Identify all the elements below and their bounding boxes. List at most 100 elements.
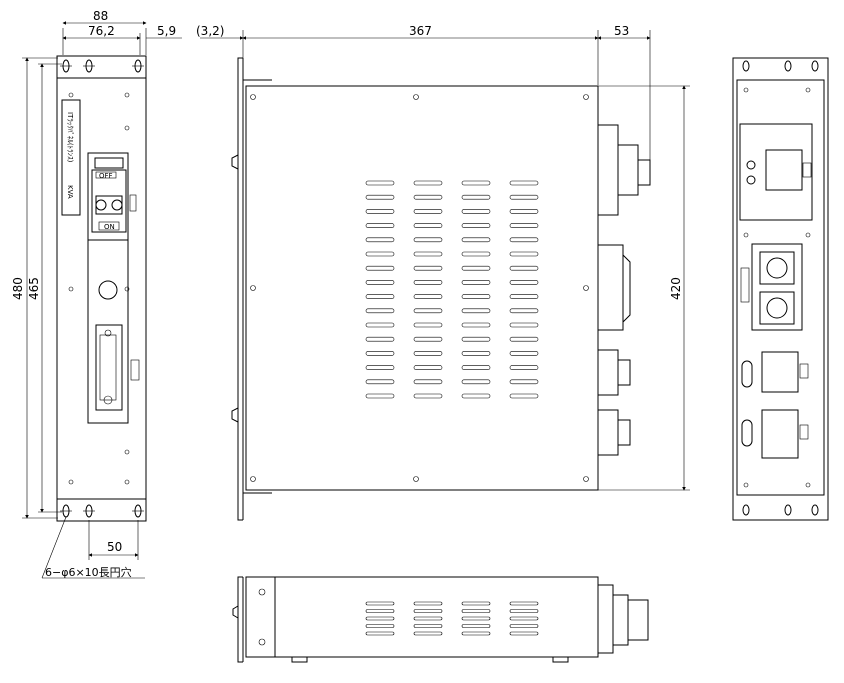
front-label-plate [61,99,81,216]
vent-slot [413,280,443,285]
vent-slot [461,616,491,621]
vent-slot [461,251,491,257]
vent-slot [509,631,539,636]
vent-slot [509,393,539,399]
vent-slot [413,223,443,228]
vent-slot [509,194,539,200]
vent-slot [509,237,539,243]
vent-slot [365,237,395,243]
terminal-block-3 [761,409,799,459]
side-screws [250,94,589,482]
vent-slot [413,336,443,342]
vent-slot [413,294,443,299]
hole-note: 6−φ6×10長円穴 [45,565,132,579]
vent-slot [461,194,491,200]
vent-slot [365,631,395,636]
vent-slot [509,624,539,628]
vent-slot [461,631,491,636]
vent-slot [461,223,491,228]
vent-slot [461,308,491,314]
vent-slot [413,624,443,628]
vent-slot [365,624,395,628]
front-panel-kva: KVA [66,185,74,199]
terminal-block-1 [765,149,803,191]
vent-slot [365,180,395,186]
vent-slot [365,209,395,214]
vent-slot [413,365,443,370]
front-panel-label: ITﾗｯｸﾊﾟﾈﾙ(ﾄﾗﾝｽ) [66,112,74,163]
vent-slot [509,280,539,285]
vent-slot [413,322,443,328]
rear-screws [743,87,811,488]
vent-slot [509,379,539,385]
dim-front-height-inner: 465 [27,277,41,300]
vent-slot [365,601,395,606]
vent-slot [461,180,491,186]
vent-slot [365,393,395,399]
vent-slot [413,265,443,271]
vent-slot [365,308,395,314]
vent-slot [461,393,491,399]
rear-mount-holes [742,60,819,516]
vent-slot [413,237,443,243]
vent-slot [509,322,539,328]
rear-terminal-panel [739,123,813,221]
vent-slot [461,379,491,385]
vent-slot [509,365,539,370]
mount-holes-bottom [60,504,144,518]
dim-front-offset: 5,9 [157,24,176,38]
vent-slot [365,265,395,271]
vent-slot [461,265,491,271]
vent-slot [461,280,491,285]
vent-slot [365,280,395,285]
bottom-view [232,576,649,663]
vent-slot [509,308,539,314]
front-screws [68,92,130,485]
vent-slot [413,379,443,385]
side-connectors [597,124,651,456]
vent-slot [461,294,491,299]
dim-hole-spacing: 50 [107,540,122,554]
vent-slot [365,223,395,228]
vent-slot [365,322,395,328]
side-view: 367 53 (3,2) 420 [196,24,690,521]
vent-slot [461,209,491,214]
vent-slot [413,351,443,356]
vent-slot [413,209,443,214]
vent-slot [413,616,443,621]
power-outlet [751,243,803,331]
dim-side-depth: 367 [409,24,432,38]
vent-slot [365,365,395,370]
vent-slot [509,209,539,214]
dim-side-offset: (3,2) [196,24,224,38]
dim-front-inner-width: 76,2 [88,24,115,38]
vent-slot [461,365,491,370]
vent-slot [461,322,491,328]
bottom-vent-slots [365,601,539,636]
vent-slot [413,180,443,186]
dim-side-protrusion: 53 [614,24,629,38]
side-vent-slots [365,180,539,399]
on-label: ON [104,223,115,231]
vent-slot [509,180,539,186]
vent-slot [413,601,443,606]
vent-slot [509,251,539,257]
vent-slot [413,393,443,399]
vent-slot [509,223,539,228]
dim-side-height: 420 [669,277,683,300]
vent-slot [461,336,491,342]
vent-slot [461,624,491,628]
vent-slot [365,351,395,356]
vent-slot [461,609,491,613]
rear-view [732,57,829,521]
vent-slot [509,265,539,271]
vent-slot [509,294,539,299]
circuit-breaker: OFF ON [87,152,140,424]
vent-slot [509,351,539,356]
vent-slot [509,609,539,613]
vent-slot [365,379,395,385]
vent-slot [365,251,395,257]
terminal-block-2 [761,351,799,393]
vent-slot [365,194,395,200]
